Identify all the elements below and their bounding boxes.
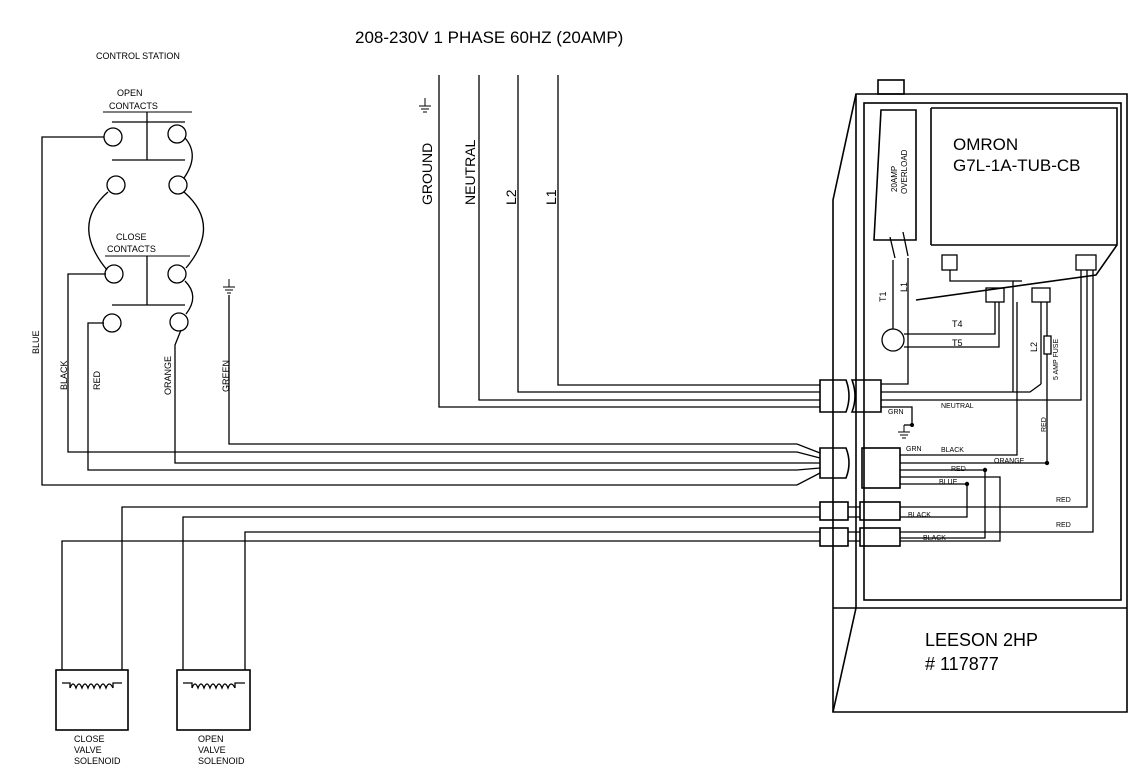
wire-label-orange: ORANGE [163,356,173,395]
relay-terminal [941,254,958,271]
wire-label-red-4: RED [1056,522,1071,529]
open-solenoid-label-1: OPEN [198,734,224,744]
diagram-title: 208-230V 1 PHASE 60HZ (20AMP) [355,28,623,47]
overload-label-2: OVERLOAD [900,149,909,194]
wire-label-red-2: RED [1041,417,1048,432]
ground-symbol [898,425,910,439]
relay-terminal [1031,287,1051,303]
open-contact-terminal [103,127,123,147]
motor-enclosure: LEESON 2HP # 117877 [832,79,1128,713]
wire-label-green: GREEN [221,360,231,392]
overload-label-1: 20AMP [890,166,899,192]
open-contacts-label-2: CONTACTS [109,101,158,111]
solenoid-coil-icon [69,683,114,690]
open-solenoid-label-2: VALVE [198,745,226,755]
supply-lines: GROUND NEUTRAL L2 L1 [419,75,820,408]
control-wiring [41,136,821,486]
close-contacts-label-1: CLOSE [116,232,147,242]
l2-line-label: L2 [503,189,519,205]
capacitor-cap [877,79,905,95]
close-contact-terminal [169,312,189,332]
wire-label-orange-2: ORANGE [994,458,1025,465]
open-contact-terminal [167,124,187,144]
wire-connector [850,379,882,413]
close-solenoid-label-1: CLOSE [74,734,105,744]
open-contact-terminal [106,175,126,195]
wire-connector [819,501,849,521]
wire-label-l2: L2 [1029,342,1039,352]
close-contact-terminal [167,264,187,284]
control-station: CONTROL STATION OPEN CONTACTS CLOSE CONT… [88,51,235,333]
control-station-title: CONTROL STATION [96,51,180,61]
wire-connector [819,379,850,413]
relay-terminal [1075,254,1097,271]
relay-label-2: G7L-1A-TUB-CB [953,156,1081,175]
close-contacts-label-2: CONTACTS [107,244,156,254]
internal-wiring [881,258,1094,542]
t1-terminal [881,328,905,352]
wire-connector [859,527,901,547]
open-solenoid-label-3: SOLENOID [198,756,245,766]
close-valve-solenoid: CLOSE VALVE SOLENOID [55,669,129,766]
close-contact-terminal [102,313,122,333]
wire-connector [861,447,901,489]
wire-label-black-1: BLACK [941,447,964,454]
close-solenoid-label-2: VALVE [74,745,102,755]
wire-label-blue: BLUE [31,330,41,354]
fuse [1043,335,1052,355]
connectors [819,379,920,547]
wire-label-t5: T5 [952,338,963,348]
close-contact-terminal [104,264,124,284]
wire-label-red-3: RED [1056,497,1071,504]
wire-label-grn-2: GRN [906,446,922,453]
open-valve-solenoid: OPEN VALVE SOLENOID [176,669,251,766]
wire-label-l1: L1 [899,282,909,292]
wire-connector [819,527,849,547]
ground-line-label: GROUND [419,143,435,205]
solenoid-wiring [61,506,820,670]
ground-symbol [419,98,431,113]
wire-label-blue-2: BLUE [939,479,958,486]
l1-line-label: L1 [543,189,559,205]
wire-label-red: RED [92,370,102,390]
relay-label-1: OMRON [953,135,1018,154]
wire-label-grn-1: GRN [888,409,904,416]
wire-label-neutral: NEUTRAL [941,403,974,410]
close-solenoid-label-3: SOLENOID [74,756,121,766]
wire-connector [859,501,901,521]
relay: OMRON G7L-1A-TUB-CB [915,107,1118,303]
wire-label-black: BLACK [59,360,69,390]
overload: 20AMP OVERLOAD [873,109,917,259]
open-contact-terminal [168,175,188,195]
wire-connector [819,447,850,479]
open-contacts-label-1: OPEN [117,88,143,98]
solenoid-coil-icon [191,683,236,690]
ground-symbol [223,279,235,294]
wire-label-t4: T4 [952,319,963,329]
wire-label-black-2: BLACK [908,512,931,519]
fuse-label: 5 AMP FUSE [1053,339,1060,380]
neutral-line-label: NEUTRAL [462,139,478,205]
wire-label-t1: T1 [878,291,888,302]
motor-label-1: LEESON 2HP [925,630,1038,650]
motor-label-2: # 117877 [925,654,999,674]
